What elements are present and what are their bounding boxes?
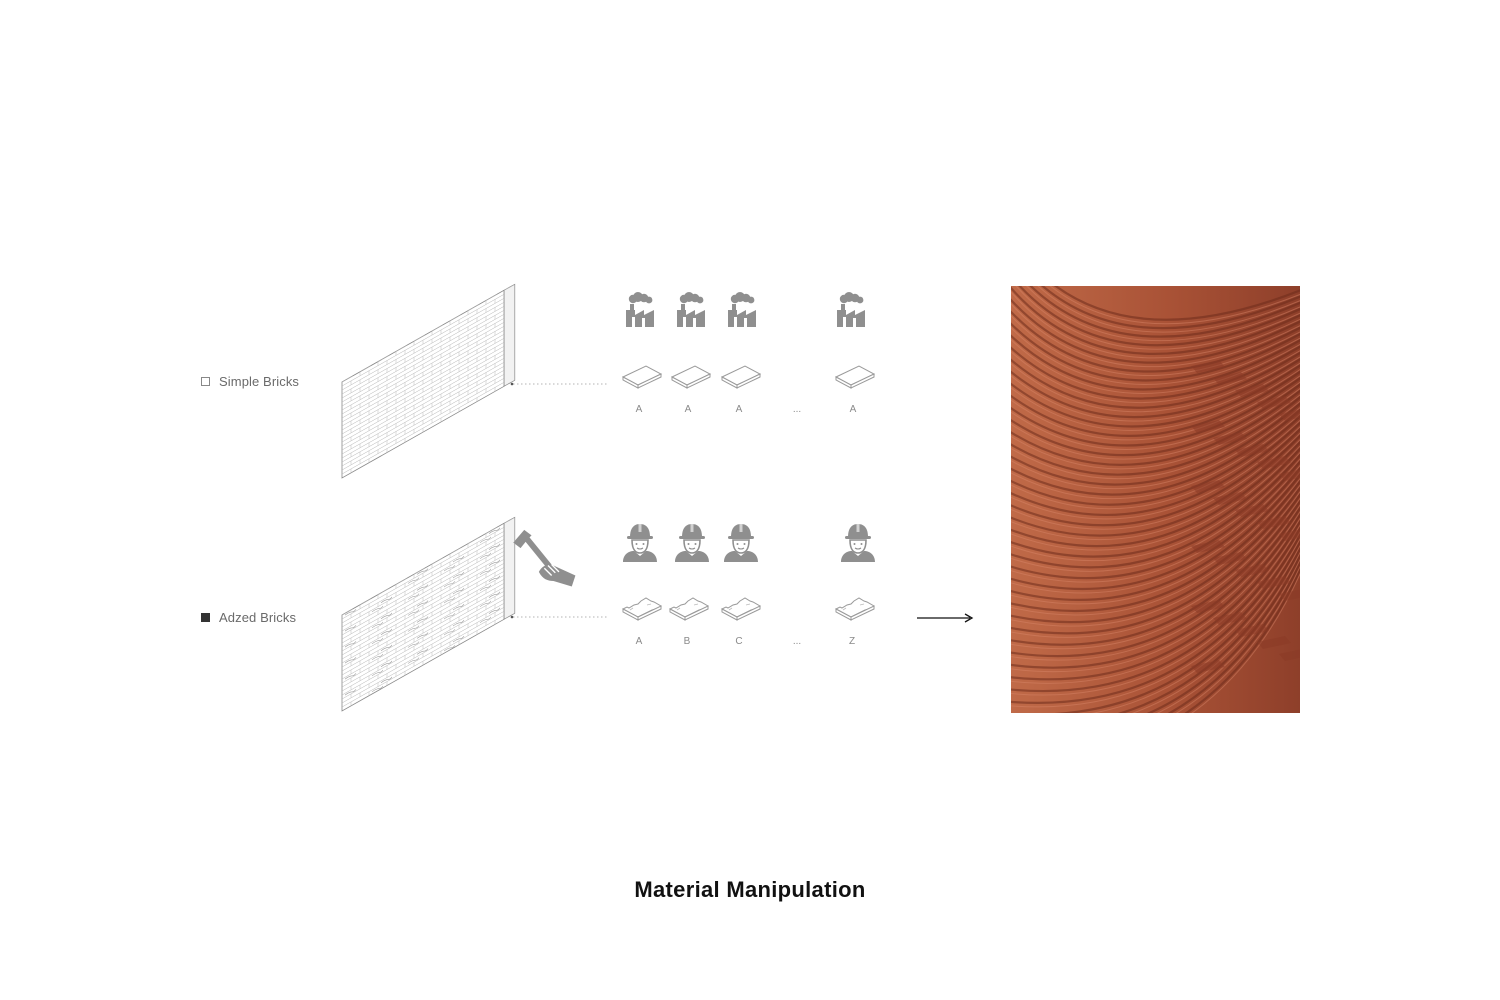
adzed-brick-icon	[622, 597, 662, 621]
brick-label: C	[735, 636, 743, 647]
adzed-brick-icon	[835, 597, 875, 621]
worker-icon	[723, 523, 759, 562]
simple-brick-icon	[835, 365, 875, 389]
worker-icon	[840, 523, 876, 562]
brick-label: A	[684, 404, 692, 415]
brick-label: Z	[848, 636, 856, 647]
simple-brick-wall	[341, 283, 516, 479]
brick-label: A	[849, 404, 857, 415]
arrow-right-icon	[917, 613, 974, 623]
factory-icon	[728, 292, 756, 327]
brick-vault-photo	[1011, 286, 1300, 713]
adzed-brick-icon	[669, 597, 709, 621]
adzed-brick-icon	[721, 597, 761, 621]
worker-icon	[622, 523, 658, 562]
legend-label-simple: Simple Bricks	[219, 374, 300, 389]
brick-label: B	[683, 636, 691, 647]
factory-icon	[677, 292, 705, 327]
brick-label: ...	[792, 636, 802, 647]
simple-brick-icon	[671, 365, 711, 389]
hand-adze-icon	[512, 529, 577, 588]
legend-adzed-bricks: Adzed Bricks	[201, 610, 296, 625]
brick-label: A	[635, 404, 643, 415]
factory-icon	[837, 292, 865, 327]
simple-brick-icon	[721, 365, 761, 389]
connector-dot-adzed	[510, 615, 514, 619]
worker-icon	[674, 523, 710, 562]
adzed-brick-wall	[341, 516, 516, 712]
legend-swatch-open	[201, 377, 210, 386]
brick-label: ...	[792, 404, 802, 415]
connector-dot-simple	[510, 382, 514, 386]
brick-label: A	[735, 404, 743, 415]
legend-label-adzed: Adzed Bricks	[219, 610, 297, 625]
legend-simple-bricks: Simple Bricks	[201, 374, 299, 389]
brick-vault-image	[1011, 286, 1300, 713]
brick-label: A	[635, 636, 643, 647]
factory-icon	[626, 292, 654, 327]
simple-brick-icon	[622, 365, 662, 389]
page-title: Material Manipulation	[634, 877, 866, 902]
legend-swatch-filled	[201, 613, 210, 622]
